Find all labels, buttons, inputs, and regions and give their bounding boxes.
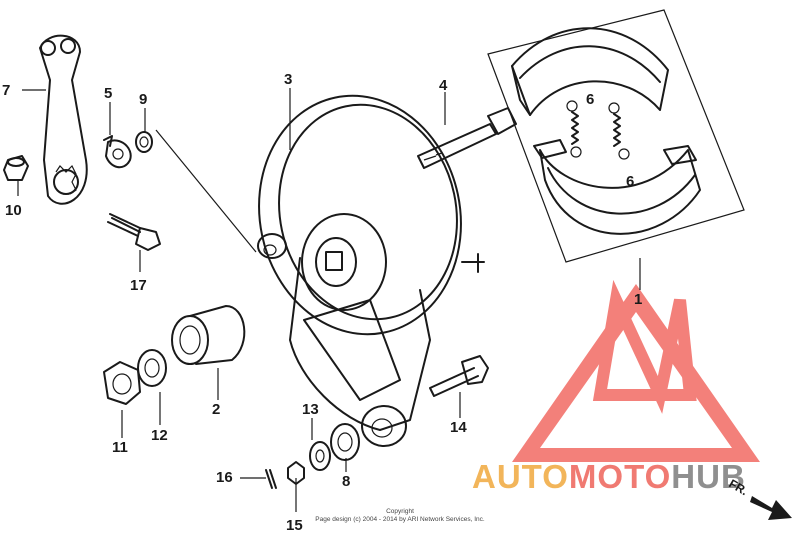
label-16: 16 <box>216 469 233 486</box>
brake-cam-4 <box>417 107 517 169</box>
nut-11 <box>103 361 141 405</box>
label-11: 11 <box>112 439 128 456</box>
washer-13 <box>309 441 331 471</box>
label-9: 9 <box>139 91 147 108</box>
brake-panel <box>257 94 485 447</box>
nut-15 <box>287 461 305 485</box>
watermark-logo-icon <box>512 279 760 462</box>
label-15: 15 <box>286 517 303 534</box>
washer-12 <box>137 349 167 387</box>
part-labels: 1 2 3 4 5 6 6 7 8 9 10 11 12 13 14 15 16… <box>2 71 642 534</box>
brake-arm <box>39 34 88 205</box>
label-8: 8 <box>342 473 350 490</box>
bolt-17 <box>107 213 161 251</box>
brake-shoe-assembly <box>487 9 745 263</box>
watermark-auto: AUTO <box>472 458 569 495</box>
wear-indicator-5 <box>103 135 132 169</box>
collar-2 <box>171 305 246 365</box>
label-4: 4 <box>439 77 448 94</box>
watermark-text: AUTOMOTOHUB <box>472 458 746 495</box>
label-5: 5 <box>104 85 112 102</box>
label-6b: 6 <box>626 173 634 190</box>
front-direction-indicator: FR. <box>727 476 792 520</box>
direction-arrow-icon <box>750 496 792 520</box>
label-3: 3 <box>284 71 292 88</box>
washer-9 <box>135 131 153 153</box>
copyright-title: Copyright <box>386 508 414 515</box>
cotter-pin-16 <box>265 469 277 489</box>
watermark-hub: HUB <box>671 458 746 495</box>
label-1: 1 <box>634 291 642 308</box>
label-17: 17 <box>130 277 147 294</box>
watermark-moto: MOTO <box>569 458 671 495</box>
label-13: 13 <box>302 401 319 418</box>
leader-lines <box>17 88 641 512</box>
nut-8 <box>330 423 360 461</box>
label-7: 7 <box>2 82 10 99</box>
bolt-14 <box>429 355 489 397</box>
label-10: 10 <box>5 202 22 219</box>
bolt-10 <box>3 155 29 181</box>
copyright-text: Page design (c) 2004 - 2014 by ARI Netwo… <box>315 516 485 523</box>
label-2: 2 <box>212 401 220 418</box>
label-6a: 6 <box>586 91 594 108</box>
label-14: 14 <box>450 419 467 436</box>
label-12: 12 <box>151 427 168 444</box>
